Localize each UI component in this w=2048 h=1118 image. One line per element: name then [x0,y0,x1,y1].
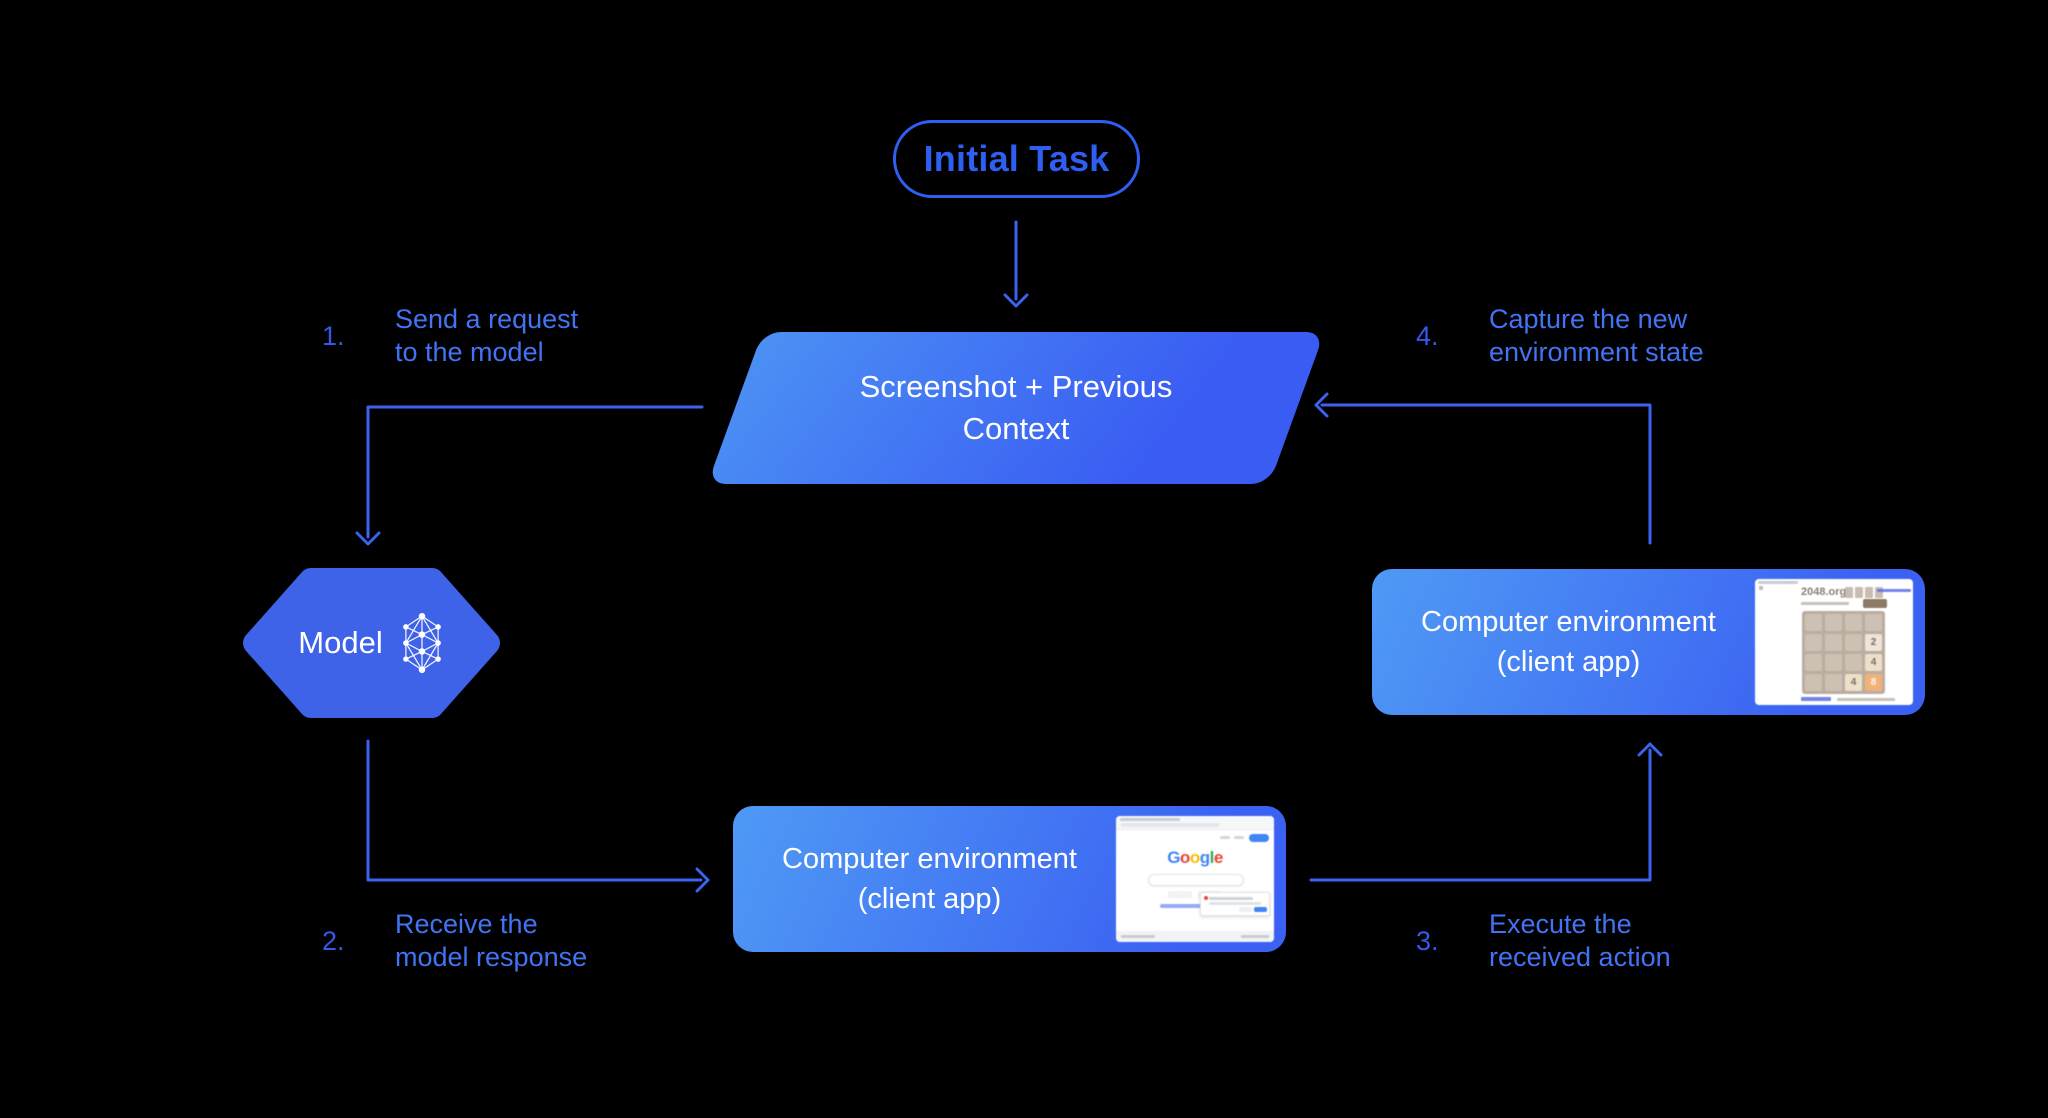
google-logo-letter: g [1199,848,1210,867]
step-label-2: 2. Receive the model response [322,908,587,974]
neural-network-icon [402,612,441,674]
arrow-down-icon [355,531,381,546]
bottom-link [1801,697,1831,701]
initial-task-label: Initial Task [923,138,1110,179]
favicon [1759,586,1763,590]
grid-cell [1805,654,1822,671]
grid-cell [1825,634,1842,651]
step-text: Send a request to the model [395,304,579,367]
cookie-dialog [1200,892,1270,916]
screenshot-context-node: Screenshot + Previous Context [707,332,1325,484]
grid-cell [1805,634,1822,651]
model-node: Model [243,568,500,718]
grid-cell [1845,634,1862,651]
grid-cell [1825,614,1842,631]
score-boxes [1845,587,1883,598]
step-text: Execute the received action [1489,909,1671,972]
dialog-logo-icon [1204,896,1208,900]
connector-task-to-screenshot [1003,220,1029,308]
step-text: Receive the model response [395,909,588,972]
dialog-primary-button [1254,907,1267,912]
grid-cell [1805,614,1822,631]
grid-tile: 4 [1845,674,1862,691]
computer-env-bottom-node: Computer environment (client app) Google [733,806,1286,952]
step-number: 3. [1416,925,1439,956]
step-label-3: 3. Execute the received action [1416,908,1671,974]
env-right-line1: Computer environment [1421,606,1716,638]
bottom-text [1837,698,1895,701]
grid-tile: 2 [1865,634,1882,651]
step-text: Capture the new environment state [1489,304,1704,367]
grid-tile: 4 [1865,654,1882,671]
browser-tab [1758,581,1798,584]
gmail-link [1234,836,1244,839]
step-number: 2. [322,925,345,956]
connector-env-to-env [1309,742,1663,882]
step-number: 1. [322,320,345,351]
step-label-4: 4. Capture the new environment state [1416,303,1704,369]
google-search-button [1168,891,1192,898]
step-label-1: 1. Send a request to the model [322,303,578,369]
connector-model-to-env [366,739,710,893]
google-logo-letter: e [1213,848,1223,867]
google-logo-letter: l [1209,848,1215,867]
address-bar [1121,823,1219,827]
images-link [1220,836,1230,839]
model-label: Model [298,625,383,660]
env-bottom-line2: (client app) [857,883,1002,915]
env-right-label: Computer environment (client app) [1382,602,1755,682]
dialog-text-line [1209,902,1261,905]
sign-in-button [1249,834,1269,842]
google-logo-text: Google [1116,848,1274,868]
env-bottom-label: Computer environment (client app) [743,839,1116,919]
grid-tile: 8 [1865,674,1882,691]
google-logo-letter: o [1179,848,1190,867]
page-footer [1116,931,1274,942]
initial-task-node: Initial Task [893,120,1140,198]
env-bottom-line1: Computer environment [782,843,1077,875]
arrow-right-icon [695,867,710,893]
arrow-up-icon [1637,742,1663,757]
grid-cell [1845,614,1862,631]
google-logo-letter: G [1167,848,1180,867]
env-right-line2: (client app) [1496,646,1641,678]
grid-cell [1805,674,1822,691]
game-title: 2048.org [1801,586,1847,598]
browser-tab [1120,818,1180,821]
dialog-text-line [1209,897,1253,900]
computer-env-right-node: Computer environment (client app) 2048.o… [1372,569,1925,715]
connector-env-to-screenshot [1314,392,1652,545]
arrow-left-icon [1314,392,1329,418]
top-link [1877,589,1911,592]
grid-cell [1845,654,1862,671]
footer-links-left [1121,935,1155,938]
grid-cell [1825,654,1842,671]
model-hexagon-shape [243,568,500,718]
footer-links-right [1241,935,1269,938]
screenshot-context-label: Screenshot + Previous Context [859,369,1173,446]
promo-link [1160,904,1230,908]
browser-chrome [1116,816,1274,830]
search-input [1148,874,1244,886]
grid-cell [1825,674,1842,691]
arrow-down-icon [1003,293,1029,308]
grid-cell [1865,614,1882,631]
step-number: 4. [1416,320,1439,351]
google-logo-letter: o [1189,848,1200,867]
google-screenshot-thumbnail: Google [1116,816,1274,942]
new-game-button [1863,599,1887,608]
subtitle-text [1801,602,1849,605]
connector-screenshot-to-model [355,405,704,546]
dialog-secondary-button [1239,907,1252,912]
